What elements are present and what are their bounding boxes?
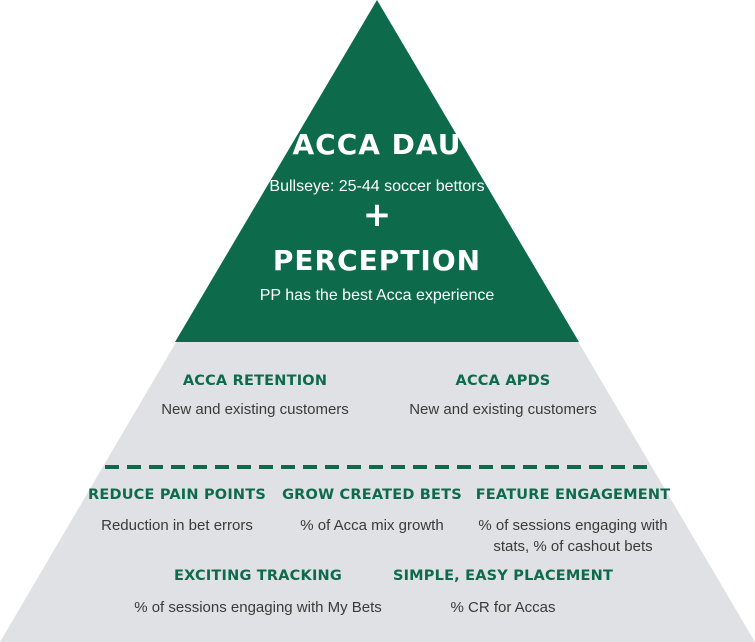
top-title-perception: Perception (272, 244, 482, 277)
top-title-dau: Acca DAU (292, 128, 462, 161)
metric-title-exciting-tracking: Exciting tracking (174, 568, 342, 584)
middle-desc-apds: New and existing customers (409, 401, 597, 418)
top-subtitle-bullseye: Bullseye: 25-44 soccer bettors (269, 178, 485, 195)
metric-desc-feature-engagement-line1: % of sessions engaging with (478, 517, 668, 534)
metric-title-feature-engagement: Feature engagement (475, 487, 671, 503)
middle-title-apds: Acca APDs (455, 373, 551, 389)
top-subtitle-perception: PP has the best Acca experience (259, 287, 495, 304)
plus-sign: + (362, 195, 392, 235)
metric-title-pain-points: Reduce pain points (88, 487, 266, 503)
middle-title-retention: Acca Retention (182, 373, 328, 389)
metric-desc-feature-engagement-line2: stats, % of cashout bets (493, 538, 653, 555)
metric-desc-exciting-tracking: % of sessions engaging with My Bets (134, 599, 382, 616)
metric-title-created-bets: Grow created bets (282, 487, 462, 503)
metric-desc-created-bets: % of Acca mix growth (300, 517, 444, 534)
metric-desc-pain-points: Reduction in bet errors (101, 517, 253, 534)
pyramid-apex (175, 0, 579, 342)
metric-title-simple-placement: Simple, easy placement (392, 568, 614, 584)
middle-desc-retention: New and existing customers (161, 401, 349, 418)
metric-desc-simple-placement: % CR for Accas (450, 599, 556, 616)
